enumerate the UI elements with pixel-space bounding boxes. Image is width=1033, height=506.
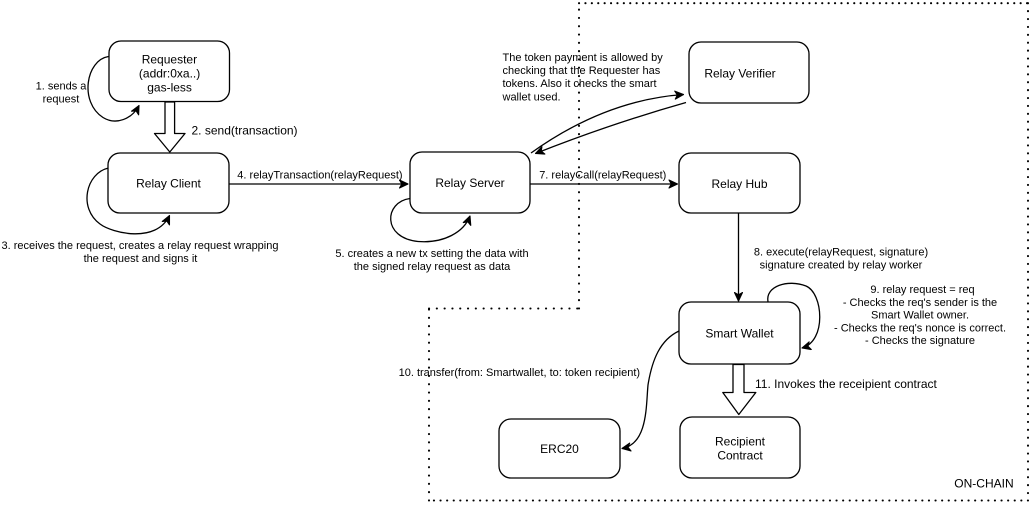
svg-text:ON-CHAIN: ON-CHAIN	[954, 477, 1013, 491]
svg-text:Relay Server: Relay Server	[435, 176, 504, 190]
svg-text:Relay Hub: Relay Hub	[711, 177, 767, 191]
svg-text:5. creates a new tx setting th: 5. creates a new tx setting the data wit…	[335, 248, 528, 260]
svg-text:wallet used.: wallet used.	[502, 91, 561, 103]
svg-text:Smart Wallet: Smart Wallet	[705, 326, 774, 340]
svg-text:the request and signs it: the request and signs it	[84, 253, 198, 265]
svg-text:7. relayCall(relayRequest): 7. relayCall(relayRequest)	[539, 170, 666, 182]
svg-text:signature created by relay wor: signature created by relay worker	[760, 260, 923, 272]
svg-text:11. Invokes the receipient con: 11. Invokes the receipient contract	[755, 377, 938, 391]
svg-text:3. receives the request, creat: 3. receives the request, creates a relay…	[2, 240, 279, 252]
svg-text:Contract: Contract	[717, 448, 763, 462]
svg-text:4. relayTransaction(relayReque: 4. relayTransaction(relayRequest)	[237, 170, 402, 182]
svg-text:- Checks the req's nonce is co: - Checks the req's nonce is correct.	[834, 322, 1006, 334]
svg-text:the signed relay request as da: the signed relay request as data	[354, 261, 511, 273]
svg-text:gas-less: gas-less	[147, 81, 192, 95]
svg-text:8. execute(relayRequest, signa: 8. execute(relayRequest, signature)	[754, 247, 928, 259]
svg-text:Requester: Requester	[142, 52, 197, 66]
svg-text:9. relay request = req: 9. relay request = req	[870, 284, 974, 296]
svg-text:Relay Verifier: Relay Verifier	[704, 67, 775, 81]
svg-text:request: request	[43, 93, 80, 105]
svg-text:checking that the Requester ha: checking that the Requester has	[503, 65, 661, 77]
svg-text:10. transfer(from: Smartwallet: 10. transfer(from: Smartwallet, to: toke…	[399, 367, 640, 379]
svg-text:- Checks the req's sender is t: - Checks the req's sender is the	[843, 297, 997, 309]
svg-text:Relay Client: Relay Client	[136, 176, 201, 190]
svg-text:1. sends a: 1. sends a	[36, 80, 88, 92]
svg-text:2. send(transaction): 2. send(transaction)	[192, 123, 298, 137]
svg-text:The token payment is allowed b: The token payment is allowed by	[503, 52, 664, 64]
svg-text:Smart Wallet owner.: Smart Wallet owner.	[871, 310, 969, 322]
svg-text:(addr:0xa..): (addr:0xa..)	[139, 67, 200, 81]
svg-text:Recipient: Recipient	[715, 435, 766, 449]
svg-text:- Checks the signature: - Checks the signature	[865, 335, 975, 347]
svg-text:ERC20: ERC20	[540, 442, 579, 456]
svg-text:tokens. Also it checks the sma: tokens. Also it checks the smart	[503, 78, 657, 90]
